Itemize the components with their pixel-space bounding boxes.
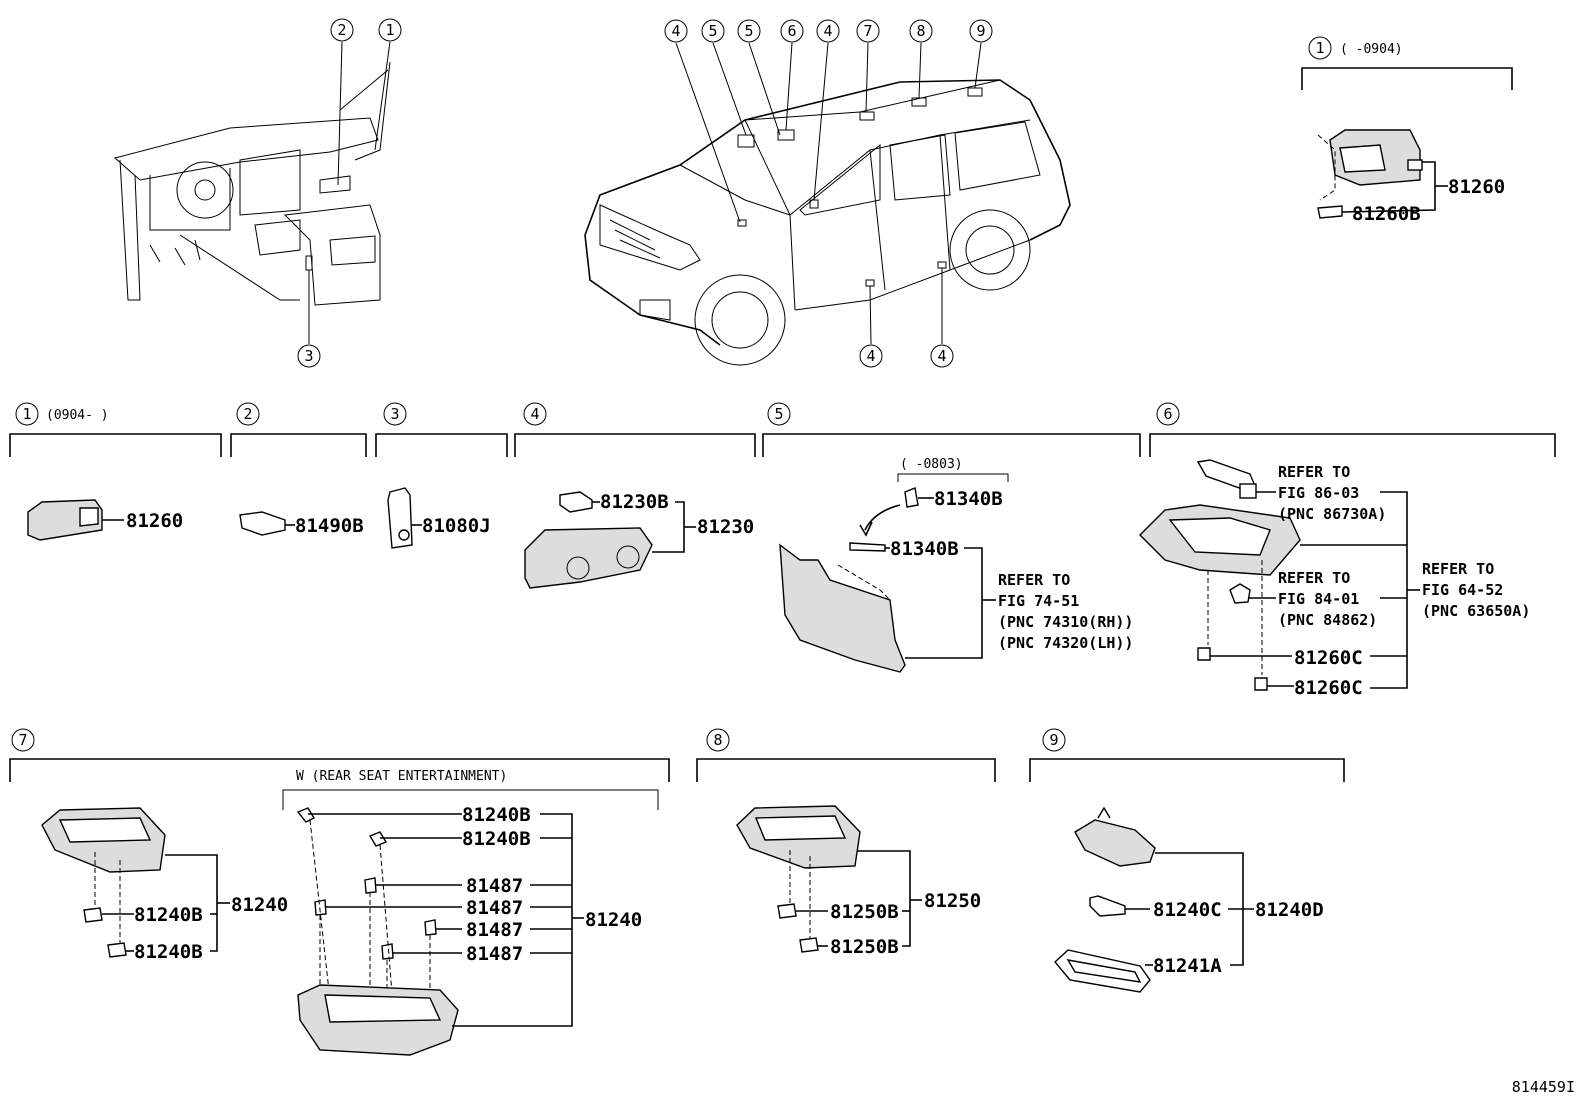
part-81250: 81250 (924, 890, 981, 912)
part-81487-2: 81487 (466, 897, 523, 919)
svg-text:REFER TO: REFER TO (1422, 560, 1494, 578)
svg-text:(PNC 84862): (PNC 84862) (1278, 611, 1377, 629)
svg-text:9: 9 (976, 22, 985, 40)
svg-text:7: 7 (863, 22, 872, 40)
callout-1-top: 1 (378, 18, 402, 42)
section-8: 8 81250B 81250B 81250 (696, 728, 996, 958)
svg-text:4: 4 (937, 347, 946, 365)
svg-text:4: 4 (530, 405, 539, 423)
svg-text:9: 9 (1049, 731, 1058, 749)
svg-text:2: 2 (337, 21, 346, 39)
callout-3-top: 3 (297, 344, 321, 368)
part-81240-right: 81240 (585, 909, 642, 931)
section-4: 4 81230B 81230 (514, 402, 756, 589)
svg-text:1: 1 (1315, 39, 1324, 57)
callout-5-a: 5 (701, 19, 725, 43)
svg-text:2: 2 (243, 405, 252, 423)
section-5: 5 ( -0803) 81340B 81340B REFER TO FIG 74… (762, 402, 1141, 673)
part-81240B-r1: 81240B (462, 804, 531, 826)
vehicle-illustration (584, 79, 1071, 366)
part-81340B-b: 81340B (890, 538, 959, 560)
svg-text:5: 5 (708, 22, 717, 40)
callout-7-a: 7 (856, 19, 880, 43)
part-81240-left: 81240 (231, 894, 288, 916)
svg-text:1: 1 (22, 405, 31, 423)
callout-2-top: 2 (330, 18, 354, 42)
svg-text:FIG 64-52: FIG 64-52 (1422, 581, 1503, 599)
svg-text:6: 6 (1163, 405, 1172, 423)
svg-text:(0904- ): (0904- ) (46, 408, 109, 423)
section-7: 7 W (REAR SEAT ENTERTAINMENT) 81240B 812… (9, 728, 670, 1056)
svg-text:REFER TO: REFER TO (1278, 569, 1350, 587)
part-81487-4: 81487 (466, 943, 523, 965)
part-81250B-a: 81250B (830, 901, 899, 923)
svg-text:FIG 84-01: FIG 84-01 (1278, 590, 1359, 608)
svg-text:3: 3 (304, 347, 313, 365)
svg-text:FIG 86-03: FIG 86-03 (1278, 484, 1359, 502)
section-3: 3 81080J (375, 402, 508, 549)
section-1-early: 1 ( -0904) 81260 81260B (1301, 36, 1513, 225)
svg-text:( -0803): ( -0803) (900, 457, 963, 472)
svg-text:REFER TO: REFER TO (1278, 463, 1350, 481)
svg-text:(PNC 74320(LH)): (PNC 74320(LH)) (998, 634, 1133, 652)
section-2: 2 81490B (230, 402, 367, 537)
svg-text:REFER TO: REFER TO (998, 571, 1070, 589)
part-81260C-a: 81260C (1294, 647, 1363, 669)
svg-text:6: 6 (787, 22, 796, 40)
callout-9-a: 9 (969, 19, 993, 43)
part-81487-1: 81487 (466, 875, 523, 897)
part-81260C-b: 81260C (1294, 677, 1363, 699)
part-81490B: 81490B (295, 515, 364, 537)
part-81260B-top: 81260B (1352, 203, 1421, 225)
callout-4-a: 4 (664, 19, 688, 43)
svg-text:8: 8 (916, 22, 925, 40)
part-81240B-l1: 81240B (134, 904, 203, 926)
svg-text:4: 4 (866, 347, 875, 365)
svg-text:5: 5 (744, 22, 753, 40)
part-81080J: 81080J (422, 515, 491, 537)
svg-text:( -0904): ( -0904) (1340, 42, 1403, 57)
callout-5-b: 5 (737, 19, 761, 43)
callout-4-c: 4 (859, 344, 883, 368)
part-81250B-b: 81250B (830, 936, 899, 958)
part-81241A: 81241A (1153, 955, 1222, 977)
svg-text:(PNC 74310(RH)): (PNC 74310(RH)) (998, 613, 1133, 631)
part-81340B-a: 81340B (934, 488, 1003, 510)
part-81240D: 81240D (1255, 899, 1324, 921)
part-81240B-r2: 81240B (462, 828, 531, 850)
part-81240C: 81240C (1153, 899, 1222, 921)
part-81230: 81230 (697, 516, 754, 538)
svg-text:8: 8 (713, 731, 722, 749)
part-81260-top: 81260 (1448, 176, 1505, 198)
callout-4-d: 4 (930, 344, 954, 368)
callout-6-a: 6 (780, 19, 804, 43)
part-81487-3: 81487 (466, 919, 523, 941)
top-callout-leaders (308, 41, 982, 345)
part-81230B: 81230B (600, 491, 669, 513)
section-9: 9 81240C 81240D 81241A (1029, 728, 1345, 993)
svg-text:4: 4 (823, 22, 832, 40)
dashboard-illustration (113, 61, 391, 306)
svg-text:(PNC 86730A): (PNC 86730A) (1278, 505, 1386, 523)
svg-text:4: 4 (671, 22, 680, 40)
callout-8-a: 8 (909, 19, 933, 43)
part-81240B-l2: 81240B (134, 941, 203, 963)
section-1: 1 (0904- ) 81260 (9, 402, 222, 541)
svg-text:FIG 74-51: FIG 74-51 (998, 592, 1079, 610)
section-6: 6 REFER TO FIG 86-03 (PNC 86730A) REFER … (1139, 402, 1556, 699)
svg-text:W (REAR SEAT ENTERTAINMENT): W (REAR SEAT ENTERTAINMENT) (296, 769, 507, 784)
svg-text:(PNC 63650A): (PNC 63650A) (1422, 602, 1530, 620)
part-81260: 81260 (126, 510, 183, 532)
svg-text:7: 7 (18, 731, 27, 749)
callout-4-b: 4 (816, 19, 840, 43)
svg-text:1: 1 (385, 21, 394, 39)
svg-text:3: 3 (390, 405, 399, 423)
svg-text:5: 5 (774, 405, 783, 423)
figure-id: 814459I (1512, 1078, 1575, 1096)
